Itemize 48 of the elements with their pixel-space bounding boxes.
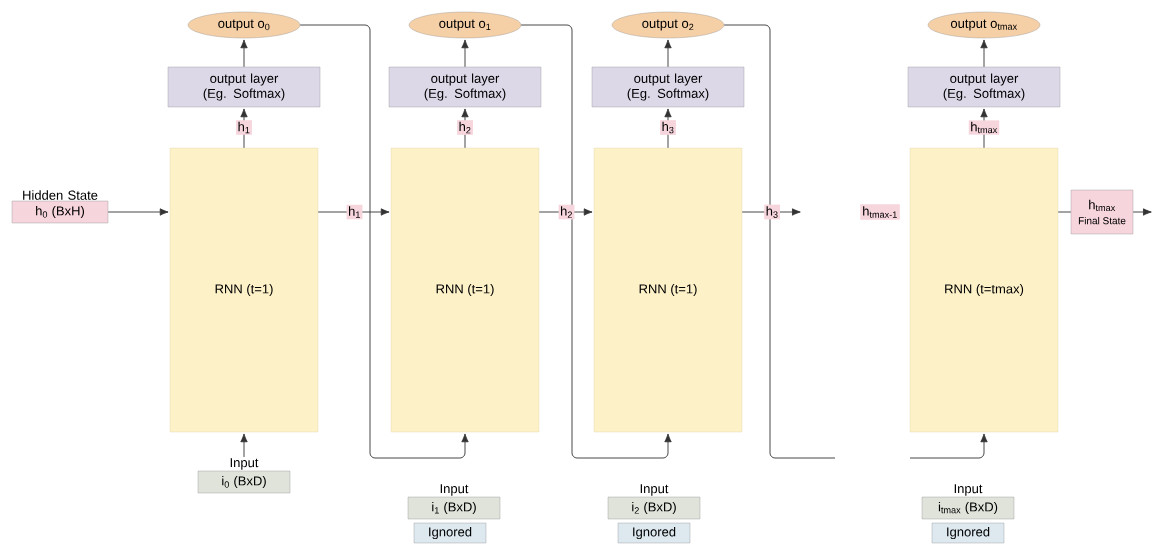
output-layer-box: output layer (Eg. Softmax) [907, 66, 1061, 108]
arrow [1132, 208, 1152, 216]
hidden-state-box: Hidden State h$_{0}$ (BxH) [11, 190, 109, 224]
arrow [980, 39, 988, 68]
edge-label: h$_{2}$ [558, 204, 575, 220]
rnn-cell-box: RNN (t=1) [169, 147, 319, 433]
arrow [664, 108, 672, 149]
connector-line [1057, 211, 1072, 213]
state-label: h$_{tmax-1}$ [860, 204, 900, 220]
arrow [107, 208, 169, 216]
arrow [664, 39, 672, 68]
arrow [240, 433, 248, 458]
input-box: Input i$_{1}$ (BxD) [407, 484, 501, 520]
output-layer-box: output layer (Eg. Softmax) [167, 66, 321, 108]
arrow [317, 208, 390, 216]
node-label: Hidden State [23, 190, 98, 200]
edge-label: h$_{3}$ [660, 120, 676, 135]
output-layer-box: output layer (Eg. Softmax) [591, 66, 745, 108]
edge-label: h$_{tmax}$ [968, 120, 1000, 135]
edge-label: h$_{1}$ [346, 204, 363, 220]
input-box: Input i$_{0}$ (BxD) [197, 458, 291, 494]
node-label: Input [954, 484, 983, 496]
ignored-box: Ignored [931, 522, 1005, 544]
rnn-cell-box: RNN (t=1) [593, 147, 743, 433]
arrow [240, 39, 248, 68]
ignored-box: Ignored [413, 522, 487, 544]
arrow [520, 24, 672, 459]
node-label: Input [230, 458, 259, 470]
rnn-cell-box: RNN (t=tmax) [909, 147, 1059, 433]
node-label: Input [440, 484, 469, 496]
arrow [461, 39, 469, 68]
arrow [741, 208, 801, 216]
ignored-box: Ignored [617, 522, 691, 544]
final-state-box: h$_{tmax}$ Final State [1070, 189, 1134, 235]
edge-label: h$_{3}$ [764, 204, 780, 220]
arrow [461, 108, 469, 149]
connector-line [723, 24, 836, 459]
output-layer-box: output layer (Eg. Softmax) [388, 66, 542, 108]
arrow [240, 108, 248, 149]
rnn-cell-box: RNN (t=1) [390, 147, 540, 433]
node-label: Input [640, 484, 669, 496]
input-box: Input i$_{2}$ (BxD) [607, 484, 701, 520]
arrow [538, 208, 593, 216]
edge-label: h$_{2}$ [457, 120, 473, 135]
arrow [299, 24, 469, 459]
input-box: Input i$_{tmax}$ (BxD) [921, 484, 1015, 520]
edge-label: h$_{1}$ [236, 120, 252, 135]
arrow [909, 433, 988, 459]
